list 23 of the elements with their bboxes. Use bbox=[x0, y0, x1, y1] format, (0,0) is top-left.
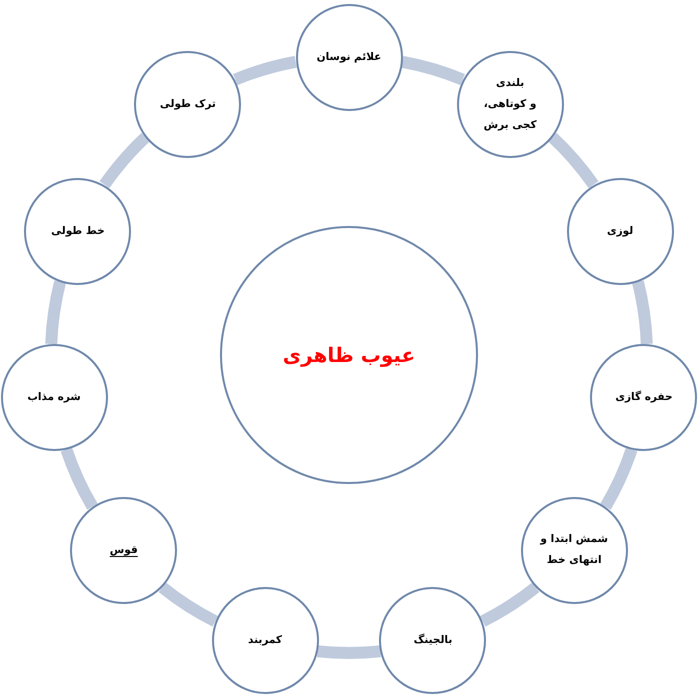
node-label: کمربند bbox=[248, 633, 282, 648]
node-label: لوزی bbox=[606, 224, 634, 239]
node-label: بلندی و کوتاهی، کجی برش bbox=[484, 76, 537, 133]
node-label: قوس bbox=[110, 542, 138, 558]
node-label: عیوب ظاهری bbox=[282, 342, 416, 368]
node-label: خط طولی bbox=[51, 224, 105, 239]
node-label: بالجینگ bbox=[414, 632, 452, 648]
ring-arc bbox=[100, 132, 150, 188]
ring-arc bbox=[45, 280, 66, 344]
ring-arc bbox=[317, 645, 381, 659]
node-label: شره مذاب bbox=[27, 390, 81, 405]
ring-arc bbox=[401, 56, 465, 86]
ring-arc bbox=[60, 447, 98, 510]
node-label: ترک طولی bbox=[160, 96, 216, 112]
node-label: علائم نوسان bbox=[316, 50, 382, 65]
ring-arc bbox=[548, 132, 598, 188]
node-label: شمش ابتدا و انتهای خط bbox=[540, 532, 608, 568]
ring-arc bbox=[480, 582, 540, 627]
ring-arc bbox=[233, 56, 297, 86]
ring-arc bbox=[158, 582, 218, 627]
ring-arc bbox=[632, 280, 653, 344]
node-label: حفره گازی bbox=[615, 390, 673, 405]
ring-arc bbox=[600, 447, 638, 510]
